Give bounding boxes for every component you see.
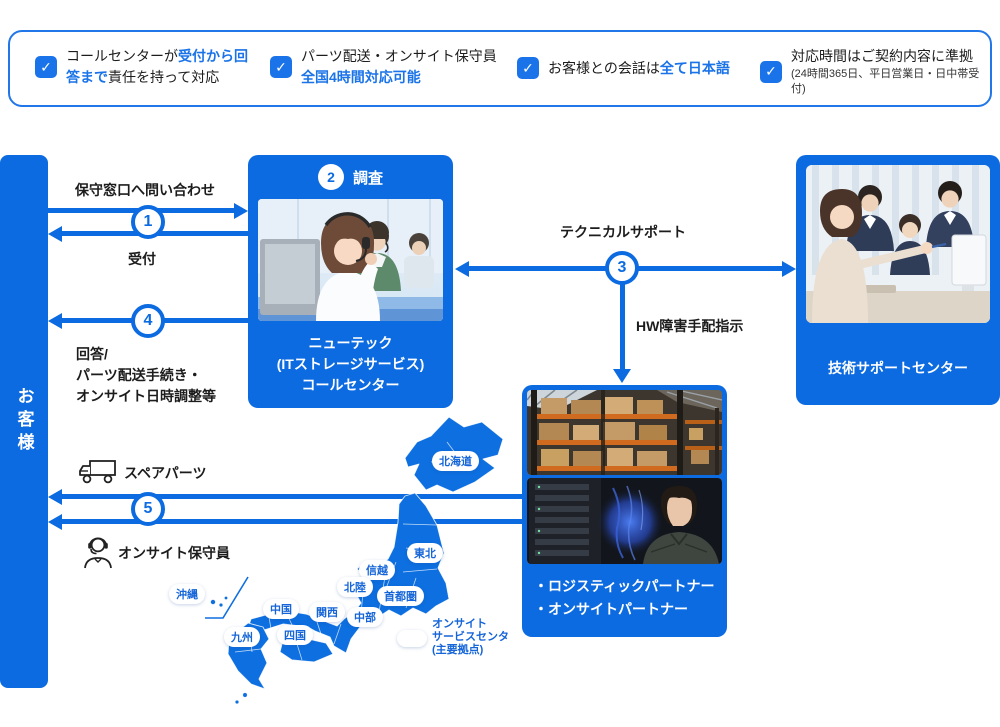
feature-text-plain: コールセンターが	[66, 48, 178, 64]
tech-support-box: 技術サポートセンター	[796, 155, 1000, 405]
map-legend-line: サービスセンタ	[432, 631, 509, 643]
step-number: 1	[143, 213, 153, 230]
check-icon: ✓	[270, 56, 292, 78]
callcenter-title: ニューテック (ITストレージサービス) コールセンター	[248, 333, 453, 396]
spare-parts-label: スペアパーツ	[124, 465, 207, 481]
reception-label: 受付	[128, 251, 156, 267]
answer-line: オンサイト日時調整等	[76, 388, 216, 404]
map-legend-line: (主要拠点)	[432, 644, 484, 656]
step-number: 3	[617, 259, 627, 276]
tech-support-photo	[806, 165, 990, 323]
warehouse-photo	[527, 390, 722, 475]
feature-item-hours: ✓ 対応時間はご契約内容に準拠 (24時間365日、平日営業日・日中帯受付)	[760, 46, 990, 97]
feature-text: お客様との会話は全て日本語	[548, 58, 730, 79]
feature-text-plain: パーツ配送・オンサイト保守員	[301, 48, 497, 64]
answer-line: パーツ配送手続き・	[76, 367, 202, 383]
inquiry-label: 保守窓口へ問い合わせ	[75, 182, 215, 198]
map-region-chugoku: 中国	[263, 599, 299, 619]
map-region-tohoku: 東北	[407, 543, 443, 563]
truck-icon	[78, 458, 120, 491]
callcenter-box: 2 調査	[248, 155, 453, 408]
step-number: 4	[143, 312, 153, 329]
arrowhead-down-icon	[613, 369, 631, 383]
map-region-hokuriku: 北陸	[337, 577, 373, 597]
map-region-shikoku: 四国	[277, 625, 313, 645]
map-region-hokkaido: 北海道	[432, 451, 479, 471]
feature-summary-box: ✓ コールセンターが受付から回答まで責任を持って対応 ✓ パーツ配送・オンサイト…	[8, 30, 992, 107]
partner-box: ・ロジスティックパートナー ・オンサイトパートナー	[522, 385, 727, 637]
step-circle-2: 2	[317, 164, 344, 190]
map-region-kyushu: 九州	[224, 627, 260, 647]
callcenter-photo	[258, 199, 443, 321]
arrow-onsite-staff	[62, 519, 522, 524]
survey-label: 調査	[352, 169, 383, 187]
map-region-okinawa: 沖縄	[169, 584, 205, 604]
check-icon: ✓	[517, 57, 539, 79]
callcenter-title-line: ニューテック	[308, 335, 393, 351]
map-legend-line: オンサイト	[432, 618, 487, 630]
map-region-chubu: 中部	[347, 607, 383, 627]
arrowhead-left-icon	[48, 489, 62, 505]
step-circle-4: 4	[131, 304, 165, 338]
onsite-staff-label: オンサイト保守員	[118, 545, 230, 561]
feature-text: コールセンターが受付から回答まで責任を持って対応	[66, 46, 254, 88]
technical-support-label: テクニカルサポート	[560, 224, 686, 240]
answer-label: 回答/ パーツ配送手続き・ オンサイト日時調整等	[76, 344, 216, 407]
server-room-photo	[527, 478, 722, 564]
feature-item-japanese: ✓ お客様との会話は全て日本語	[517, 57, 730, 79]
customer-label: お客様	[14, 387, 34, 456]
step-circle-5: 5	[131, 492, 165, 526]
arrow-hw-dispatch	[620, 282, 625, 370]
answer-line: 回答/	[76, 346, 108, 362]
partner-item: ・ロジスティックパートナー	[534, 578, 715, 594]
arrow-spare-parts	[62, 494, 522, 499]
step-circle-3: 3	[605, 251, 639, 285]
feature-text-plain: 責任を持って対応	[108, 69, 220, 85]
feature-item-callcenter: ✓ コールセンターが受付から回答まで責任を持って対応	[35, 46, 255, 88]
arrowhead-left-icon	[48, 514, 62, 530]
feature-text-em: 受付から回答まで	[66, 48, 248, 85]
feature-text: パーツ配送・オンサイト保守員 全国4時間対応可能	[301, 46, 497, 88]
arrowhead-right-icon	[782, 261, 796, 277]
operator-icon	[82, 534, 114, 575]
arrowhead-left-icon	[48, 313, 62, 329]
arrowhead-left-icon	[455, 261, 469, 277]
map-region-kansai: 関西	[309, 602, 345, 622]
tech-support-title: 技術サポートセンター	[828, 360, 968, 376]
check-icon: ✓	[760, 60, 782, 83]
step-number: 2	[327, 169, 335, 185]
feature-text: 対応時間はご契約内容に準拠 (24時間365日、平日営業日・日中帯受付)	[791, 46, 990, 97]
callcenter-title-line: コールセンター	[301, 377, 400, 393]
hw-dispatch-label: HW障害手配指示	[636, 318, 744, 334]
feature-text-plain: お客様との会話は	[548, 59, 660, 76]
map-region-shinetsu: 信越	[359, 560, 395, 580]
partner-list: ・ロジスティックパートナー ・オンサイトパートナー	[534, 575, 714, 621]
feature-text-note: (24時間365日、平日営業日・日中帯受付)	[791, 68, 980, 95]
callcenter-header: 2 調査	[248, 164, 453, 190]
step-circle-1: 1	[131, 205, 165, 239]
map-legend-pill	[397, 630, 427, 647]
map-region-shutoken: 首都圏	[377, 586, 424, 606]
feature-text-plain: 対応時間はご契約内容に準拠	[791, 48, 973, 64]
feature-item-parts: ✓ パーツ配送・オンサイト保守員 全国4時間対応可能	[270, 46, 497, 88]
callcenter-title-line: (ITストレージサービス)	[276, 356, 425, 372]
feature-text-em: 全国4時間対応可能	[301, 69, 421, 85]
customer-bar: お客様	[0, 155, 48, 688]
partner-item: ・オンサイトパートナー	[534, 601, 688, 617]
feature-text-em: 全て日本語	[659, 59, 730, 76]
map-legend-text: オンサイト サービスセンタ (主要拠点)	[432, 618, 509, 657]
arrowhead-left-icon	[48, 226, 62, 242]
step-number: 5	[143, 500, 153, 517]
arrowhead-right-icon	[234, 203, 248, 219]
check-icon: ✓	[35, 56, 57, 78]
